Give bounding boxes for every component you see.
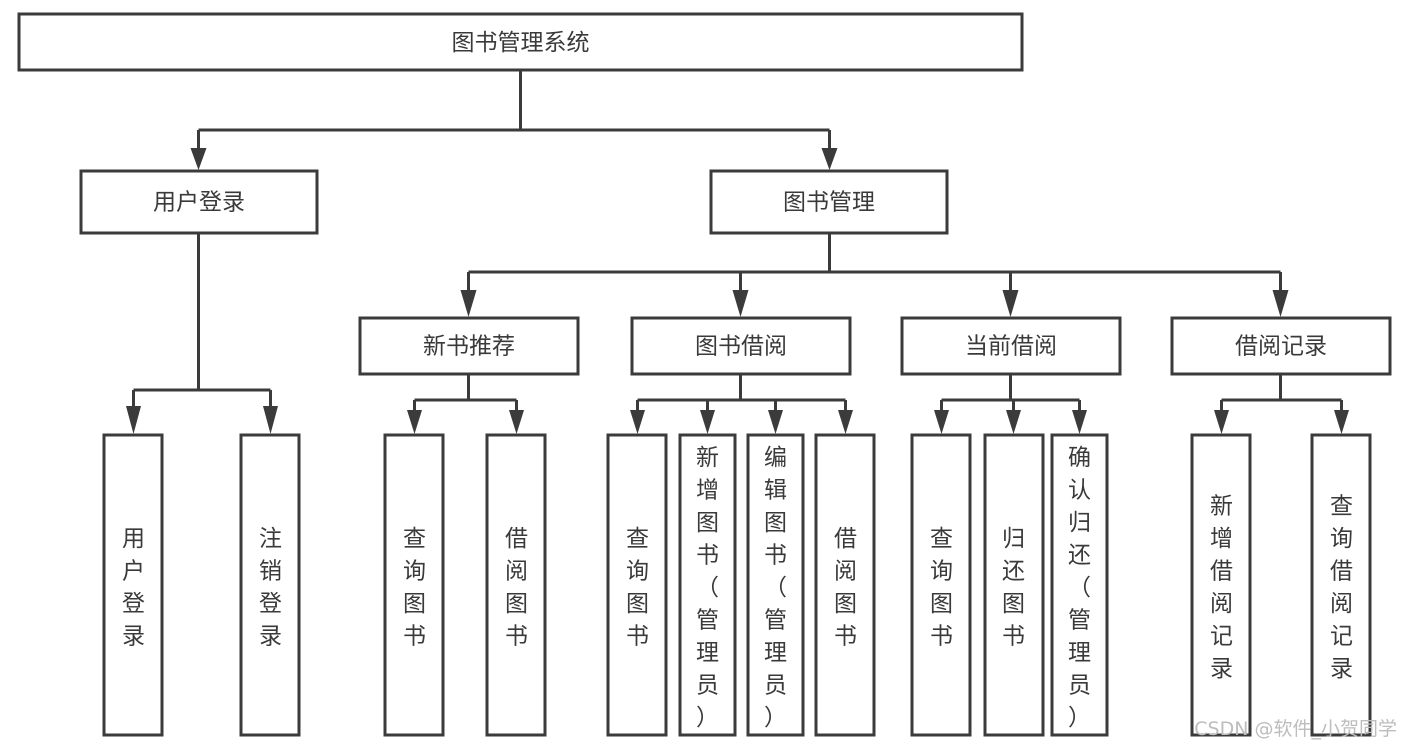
node-leaf-logout-box[interactable]: [239, 433, 301, 737]
node-new-book-recommend[interactable]: 新书推荐: [358, 316, 580, 376]
arrow-head-leaf-query-book-borrow: [630, 410, 645, 434]
node-user-login-label: 用户登录: [153, 190, 245, 216]
node-leaf-user-login-label: 用户登录: [122, 526, 145, 650]
node-leaf-borrow-book-borrow-box[interactable]: [814, 433, 876, 737]
node-borrow-record[interactable]: 借阅记录: [1170, 316, 1392, 376]
node-leaf-query-book-borrow[interactable]: 查询图书: [606, 433, 668, 737]
node-leaf-query-borrow-record-label: 查询借阅记录: [1330, 494, 1353, 683]
arrow-head-leaf-borrow-book-borrow: [838, 410, 853, 434]
node-user-login[interactable]: 用户登录: [79, 169, 319, 235]
node-current-borrow-label: 当前借阅: [965, 334, 1057, 360]
node-leaf-query-book-current-label: 查询图书: [930, 526, 953, 650]
node-leaf-add-borrow-record-label: 新增借阅记录: [1210, 494, 1233, 683]
node-leaf-borrow-book-recommend-label: 借阅图书: [505, 526, 528, 650]
node-book-management-box[interactable]: [709, 169, 949, 235]
node-root[interactable]: 图书管理系统: [17, 12, 1024, 72]
node-leaf-query-book-recommend-box[interactable]: [383, 433, 445, 737]
node-leaf-user-login-box[interactable]: [102, 433, 164, 737]
node-book-management-label: 图书管理: [783, 190, 875, 216]
node-book-management[interactable]: 图书管理: [709, 169, 949, 235]
arrow-head-leaf-confirm-return-admin: [1072, 410, 1087, 434]
node-leaf-confirm-return-admin-box[interactable]: [1050, 433, 1109, 737]
arrow-head-leaf-logout: [263, 406, 278, 434]
node-leaf-query-book-recommend-label: 查询图书: [403, 526, 426, 650]
node-borrow-record-box[interactable]: [1170, 316, 1392, 376]
node-leaf-query-book-recommend[interactable]: 查询图书: [383, 433, 445, 737]
arrow-head-leaf-query-book-recommend: [407, 410, 422, 434]
node-leaf-logout[interactable]: 注销登录: [239, 433, 301, 737]
connector-layer: [126, 70, 1349, 434]
node-leaf-query-book-current[interactable]: 查询图书: [910, 433, 972, 737]
node-leaf-return-book-box[interactable]: [983, 433, 1045, 737]
node-leaf-add-book-admin-box[interactable]: [678, 433, 737, 737]
arrow-head-current-borrow: [1002, 290, 1019, 317]
node-leaf-query-borrow-record[interactable]: 查询借阅记录: [1310, 433, 1372, 737]
node-book-borrow-label: 图书借阅: [695, 334, 787, 360]
arrow-head-leaf-query-borrow-record: [1334, 410, 1349, 434]
node-root-box[interactable]: [17, 12, 1024, 72]
node-leaf-query-borrow-record-box[interactable]: [1310, 433, 1372, 737]
node-leaf-query-book-borrow-box[interactable]: [606, 433, 668, 737]
node-leaf-logout-label: 注销登录: [259, 526, 282, 650]
node-user-login-box[interactable]: [79, 169, 319, 235]
node-leaf-edit-book-admin[interactable]: 编辑图书（管理员）: [746, 433, 805, 737]
node-leaf-return-book-label: 归还图书: [1002, 526, 1025, 650]
arrow-head-user-login: [190, 148, 207, 170]
arrow-head-book-management: [821, 148, 838, 170]
arrow-head-leaf-edit-book-admin: [768, 410, 783, 434]
node-borrow-record-label: 借阅记录: [1235, 334, 1327, 360]
arrow-head-new-book-recommend: [460, 290, 477, 317]
node-leaf-add-book-admin[interactable]: 新增图书（管理员）: [678, 433, 737, 737]
node-leaf-add-borrow-record[interactable]: 新增借阅记录: [1190, 433, 1252, 737]
arrow-head-borrow-record: [1272, 290, 1289, 317]
node-leaf-edit-book-admin-box[interactable]: [746, 433, 805, 737]
node-leaf-confirm-return-admin-label: 确认归还（管理员）: [1068, 445, 1091, 731]
node-leaf-borrow-book-borrow-label: 借阅图书: [834, 526, 857, 650]
arrow-head-leaf-return-book: [1006, 410, 1021, 434]
node-book-borrow-box[interactable]: [630, 316, 852, 376]
node-leaf-borrow-book-recommend-box[interactable]: [485, 433, 547, 737]
node-new-book-recommend-label: 新书推荐: [423, 334, 515, 360]
node-leaf-add-borrow-record-box[interactable]: [1190, 433, 1252, 737]
node-leaf-query-book-current-box[interactable]: [910, 433, 972, 737]
node-book-borrow[interactable]: 图书借阅: [630, 316, 852, 376]
node-current-borrow[interactable]: 当前借阅: [900, 316, 1122, 376]
arrow-head-leaf-add-book-admin: [700, 410, 715, 434]
node-leaf-borrow-book-recommend[interactable]: 借阅图书: [485, 433, 547, 737]
node-new-book-recommend-box[interactable]: [358, 316, 580, 376]
node-leaf-borrow-book-borrow[interactable]: 借阅图书: [814, 433, 876, 737]
arrow-head-leaf-borrow-book-recommend: [509, 410, 524, 434]
arrow-head-book-borrow: [732, 290, 749, 317]
arrow-head-leaf-add-borrow-record: [1214, 410, 1229, 434]
node-leaf-query-book-borrow-label: 查询图书: [626, 526, 649, 650]
arrow-head-leaf-user-login: [126, 406, 141, 434]
node-leaf-return-book[interactable]: 归还图书: [983, 433, 1045, 737]
node-current-borrow-box[interactable]: [900, 316, 1122, 376]
leaf-nodes-layer: 用户登录 注销登录 查询图书 借阅图书 查询图书 新增图书（管理员）: [102, 433, 1372, 737]
node-leaf-add-book-admin-label: 新增图书（管理员）: [696, 445, 719, 731]
node-leaf-user-login[interactable]: 用户登录: [102, 433, 164, 737]
node-leaf-edit-book-admin-label: 编辑图书（管理员）: [764, 445, 787, 731]
csdn-watermark: CSDN @软件_小贺同学: [1194, 718, 1397, 740]
node-root-label: 图书管理系统: [452, 30, 590, 56]
arrow-head-leaf-query-book-current: [934, 410, 949, 434]
node-leaf-confirm-return-admin[interactable]: 确认归还（管理员）: [1050, 433, 1109, 737]
